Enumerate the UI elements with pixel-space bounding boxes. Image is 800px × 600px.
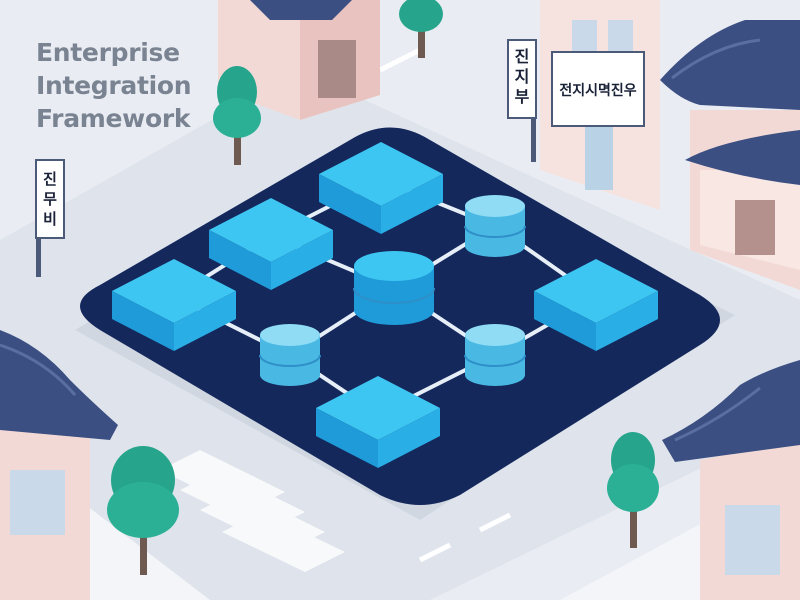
building-top-center bbox=[218, 0, 380, 120]
database-southwest bbox=[259, 324, 321, 386]
sign-center-horizontal-label: 전지시멱진우 bbox=[559, 82, 636, 99]
block-northwest bbox=[209, 198, 333, 290]
sign-center-vertical-char: 부 bbox=[515, 87, 530, 106]
tree-bottom-left bbox=[107, 446, 179, 575]
sign-left-vertical-char: 무 bbox=[43, 190, 57, 208]
block-north bbox=[319, 142, 443, 234]
house-right-traditional bbox=[660, 20, 800, 290]
house-right-lower-traditional bbox=[662, 360, 800, 600]
sign-center-horizontal: 전지시멱진우 bbox=[551, 51, 645, 127]
block-west bbox=[112, 259, 236, 351]
tree-top-left bbox=[213, 66, 261, 165]
house-left-traditional bbox=[0, 330, 118, 600]
title-line: Framework bbox=[36, 104, 191, 133]
page-title: Enterprise Integration Framework bbox=[36, 36, 192, 135]
sign-left-vertical-char: 진 bbox=[43, 170, 57, 188]
database-center bbox=[353, 251, 435, 325]
tree-top bbox=[399, 0, 443, 58]
block-south bbox=[316, 376, 440, 468]
tree-bottom-right bbox=[607, 432, 659, 548]
road-stripes bbox=[378, 47, 512, 563]
database-southeast bbox=[464, 324, 526, 386]
sign-center-vertical-char: 지 bbox=[515, 67, 530, 86]
sign-left-vertical: 진 무 비 bbox=[35, 159, 65, 277]
title-line: Enterprise bbox=[36, 38, 180, 67]
title-line: Integration bbox=[36, 71, 192, 100]
sign-center-vertical-char: 진 bbox=[515, 47, 530, 66]
crosswalk bbox=[160, 450, 345, 572]
sign-left-vertical-char: 비 bbox=[43, 210, 57, 228]
block-east bbox=[534, 259, 658, 351]
diagram-nodes bbox=[112, 142, 658, 468]
sign-center-vertical: 진 지 부 bbox=[507, 39, 537, 162]
database-northeast bbox=[464, 195, 526, 257]
